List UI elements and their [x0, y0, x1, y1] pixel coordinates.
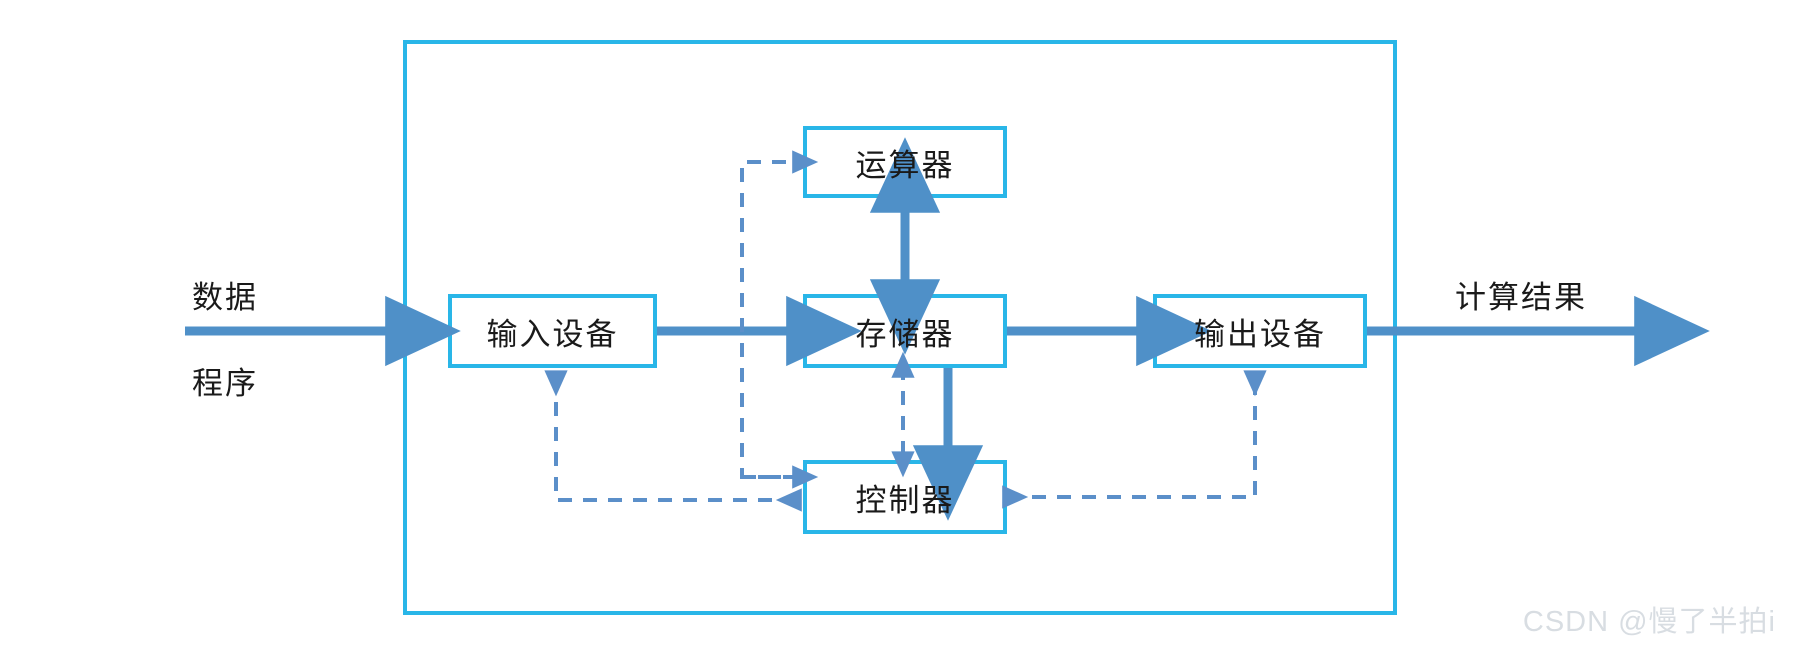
label-program: 程序 — [192, 366, 258, 401]
edge-controller-to-alu-dashed — [740, 150, 819, 479]
node-box-input[interactable] — [448, 294, 657, 368]
label-result: 计算结果 — [1455, 280, 1587, 315]
edge-controller-to-output-dashed — [1002, 370, 1267, 509]
edge-controller-to-input-dashed — [544, 370, 802, 512]
node-box-output[interactable] — [1153, 294, 1367, 368]
csdn-watermark: CSDN @慢了半拍i — [1522, 606, 1776, 638]
label-data: 数据 — [192, 280, 258, 315]
node-box-controller[interactable] — [803, 460, 1007, 534]
node-box-memory[interactable] — [803, 294, 1007, 368]
node-box-alu[interactable] — [803, 126, 1007, 198]
